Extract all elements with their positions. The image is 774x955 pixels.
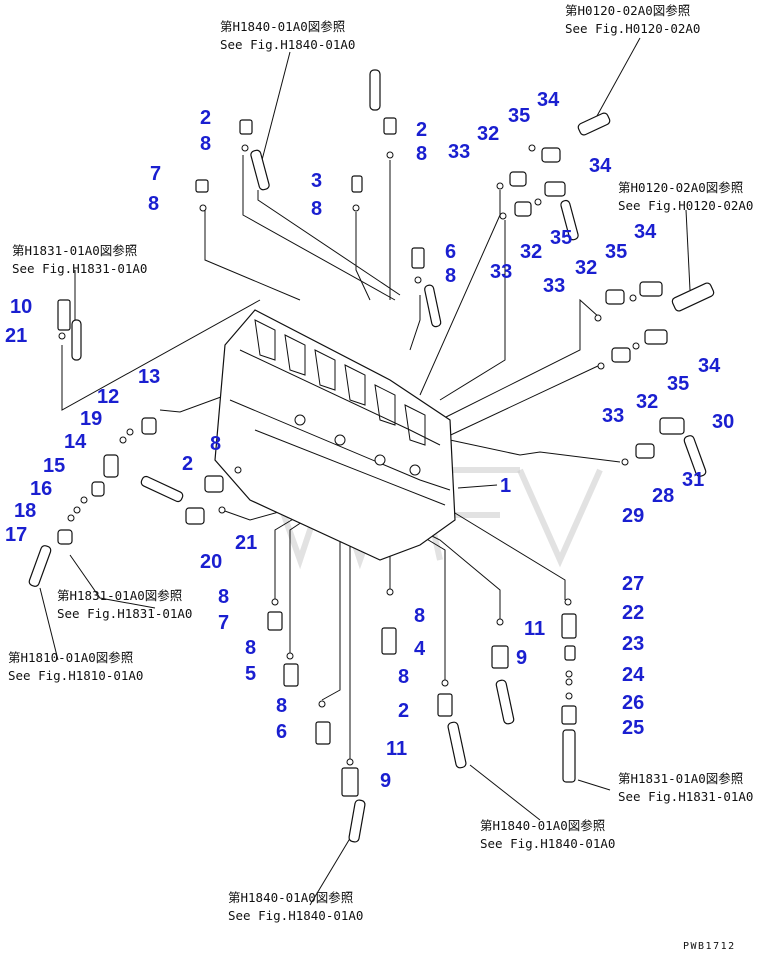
callout-number: 22 — [622, 602, 644, 624]
callout-number: 11 — [386, 738, 407, 760]
callout-number: 8 — [311, 198, 322, 220]
ref-caption-jp: 第H1831-01A0図参照 — [12, 243, 137, 258]
ref-caption-jp: 第H0120-02A0図参照 — [565, 3, 690, 18]
fittings-and-hoses — [28, 69, 715, 843]
callout-number: 25 — [622, 717, 644, 739]
callout-number: 26 — [622, 692, 644, 714]
callout-number: 8 — [398, 666, 409, 688]
callout-number: 8 — [245, 637, 256, 659]
callout-number: 8 — [218, 586, 229, 608]
callout-number: 1 — [500, 475, 511, 497]
ref-caption-en: See Fig.H1840-01A0 — [228, 908, 363, 923]
ref-caption-en: See Fig.H1840-01A0 — [480, 836, 615, 851]
callout-number: 32 — [520, 241, 542, 263]
ref-caption-en: See Fig.H1831-01A0 — [12, 261, 147, 276]
reference-captions: 第H1840-01A0図参照 See Fig.H1840-01A0 第H0120… — [8, 3, 753, 923]
ref-caption-en: See Fig.H1831-01A0 — [57, 606, 192, 621]
ref-caption-jp: 第H1840-01A0図参照 — [220, 19, 345, 34]
callout-number: 31 — [682, 469, 704, 491]
callout-number: 7 — [218, 612, 229, 634]
callout-number: 21 — [235, 532, 257, 554]
callout-number: 34 — [634, 221, 657, 243]
callout-number: 19 — [80, 408, 102, 430]
ref-caption-jp: 第H1831-01A0図参照 — [57, 588, 182, 603]
callout-number: 6 — [445, 241, 456, 263]
callout-number: 10 — [10, 296, 32, 318]
ref-caption-en: See Fig.H0120-02A0 — [565, 21, 700, 36]
callout-number: 17 — [5, 524, 27, 546]
callout-number: 28 — [652, 485, 674, 507]
ref-caption-en: See Fig.H1840-01A0 — [220, 37, 355, 52]
callout-number: 7 — [150, 163, 161, 185]
ref-caption-jp: 第H0120-02A0図参照 — [618, 180, 743, 195]
callout-number: 34 — [537, 89, 560, 111]
ref-caption-en: See Fig.H1810-01A0 — [8, 668, 143, 683]
callout-number: 18 — [14, 500, 36, 522]
callout-number: 23 — [622, 633, 644, 655]
callout-number: 5 — [245, 663, 256, 685]
callout-number: 15 — [43, 455, 65, 477]
ref-caption-jp: 第H1810-01A0図参照 — [8, 650, 133, 665]
callout-number: 20 — [200, 551, 222, 573]
callout-number: 8 — [445, 265, 456, 287]
reference-arrows — [39, 37, 691, 906]
callout-number: 30 — [712, 411, 734, 433]
callout-number: 21 — [5, 325, 27, 347]
callout-number: 35 — [667, 373, 689, 395]
callout-number: 33 — [490, 261, 512, 283]
callout-number: 24 — [622, 664, 645, 686]
callout-number: 11 — [524, 618, 545, 640]
ref-caption-en: See Fig.H1831-01A0 — [618, 789, 753, 804]
callout-number: 35 — [605, 241, 627, 263]
callout-number: 9 — [380, 770, 391, 792]
callout-number: 8 — [210, 433, 221, 455]
callout-number: 2 — [200, 107, 211, 129]
callout-number: 34 — [589, 155, 612, 177]
callout-number: 35 — [508, 105, 530, 127]
callout-number: 32 — [477, 123, 499, 145]
callout-number: 4 — [414, 638, 426, 660]
callout-number: 33 — [602, 405, 624, 427]
callout-number: 32 — [636, 391, 658, 413]
callout-number: 32 — [575, 257, 597, 279]
ref-caption-jp: 第H1840-01A0図参照 — [228, 890, 353, 905]
ref-caption-en: See Fig.H0120-02A0 — [618, 198, 753, 213]
callout-number: 9 — [516, 647, 527, 669]
callout-number: 2 — [398, 700, 409, 722]
ref-caption-jp: 第H1840-01A0図参照 — [480, 818, 605, 833]
callout-number: 8 — [200, 133, 211, 155]
callout-number: 2 — [182, 453, 193, 475]
callout-number: 6 — [276, 721, 287, 743]
callout-number: 2 — [416, 119, 427, 141]
callout-number: 34 — [698, 355, 721, 377]
callout-number: 12 — [97, 386, 119, 408]
callout-number: 27 — [622, 573, 644, 595]
callout-number: 8 — [148, 193, 159, 215]
callout-number: 33 — [448, 141, 470, 163]
callout-number: 33 — [543, 275, 565, 297]
callout-number: 35 — [550, 227, 572, 249]
callout-number: 14 — [64, 431, 87, 453]
part-callouts: 2 8 7 8 3 8 2 8 6 8 10 21 33 32 35 34 34… — [5, 89, 734, 792]
callout-number: 29 — [622, 505, 644, 527]
callout-number: 13 — [138, 366, 160, 388]
callout-number: 8 — [414, 605, 425, 627]
callout-number: 3 — [311, 170, 322, 192]
callout-number: 8 — [416, 143, 427, 165]
drawing-code: PWB1712 — [683, 941, 736, 952]
callout-number: 8 — [276, 695, 287, 717]
control-valve-body — [214, 309, 456, 561]
ref-caption-jp: 第H1831-01A0図参照 — [618, 771, 743, 786]
callout-number: 16 — [30, 478, 52, 500]
